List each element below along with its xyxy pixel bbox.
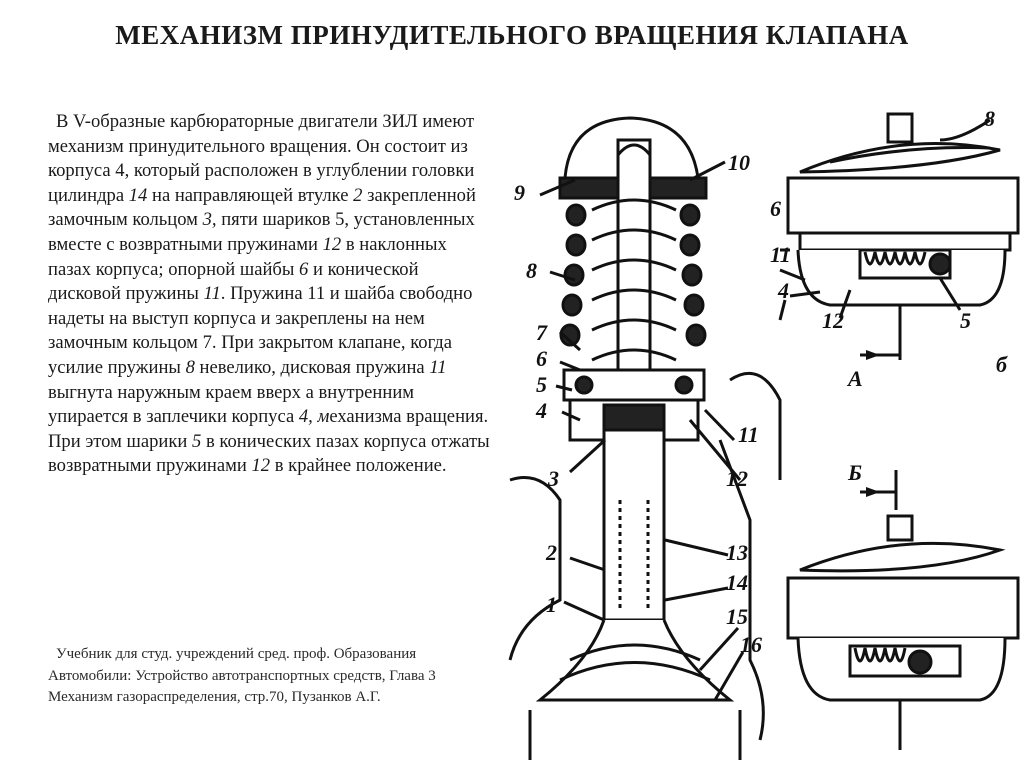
- source-citation: Учебник для студ. учреждений сред. проф.…: [48, 646, 436, 705]
- label-top-11: 11: [770, 242, 791, 267]
- label-7: 7: [536, 320, 548, 345]
- rotator-detail-top: 8 6 11 4 12 5 А б: [770, 106, 1020, 391]
- label-bottom-B: Б: [847, 460, 862, 485]
- rotator-detail-bottom: Б: [786, 460, 1020, 750]
- label-6: 6: [536, 346, 547, 371]
- description-text: В V-образные карбюраторные двигатели ЗИЛ…: [48, 111, 490, 477]
- label-1: 1: [546, 592, 557, 617]
- label-15: 15: [726, 604, 748, 629]
- label-12: 12: [726, 466, 748, 491]
- label-5: 5: [536, 372, 547, 397]
- label-3: 3: [547, 466, 559, 491]
- label-14: 14: [726, 570, 748, 595]
- label-11: 11: [738, 422, 759, 447]
- valve-cross-section-diagram: 9 10 8 7 6 5 4 3 2 1 11 12 13 14 15 16: [508, 116, 782, 760]
- label-top-8: 8: [984, 106, 995, 131]
- label-16: 16: [740, 632, 762, 657]
- label-top-6: 6: [770, 196, 781, 221]
- label-top-b: б: [996, 352, 1008, 377]
- label-2: 2: [545, 540, 557, 565]
- label-8: 8: [526, 258, 537, 283]
- label-13: 13: [726, 540, 748, 565]
- label-top-12: 12: [822, 308, 844, 333]
- label-top-4: 4: [777, 278, 789, 303]
- slide-title: МЕХАНИЗМ ПРИНУДИТЕЛЬНОГО ВРАЩЕНИЯ КЛАПАН…: [115, 20, 909, 50]
- label-4: 4: [535, 398, 547, 423]
- label-9: 9: [514, 180, 525, 205]
- label-10: 10: [728, 150, 750, 175]
- label-top-A: А: [846, 366, 863, 391]
- label-top-5: 5: [960, 308, 971, 333]
